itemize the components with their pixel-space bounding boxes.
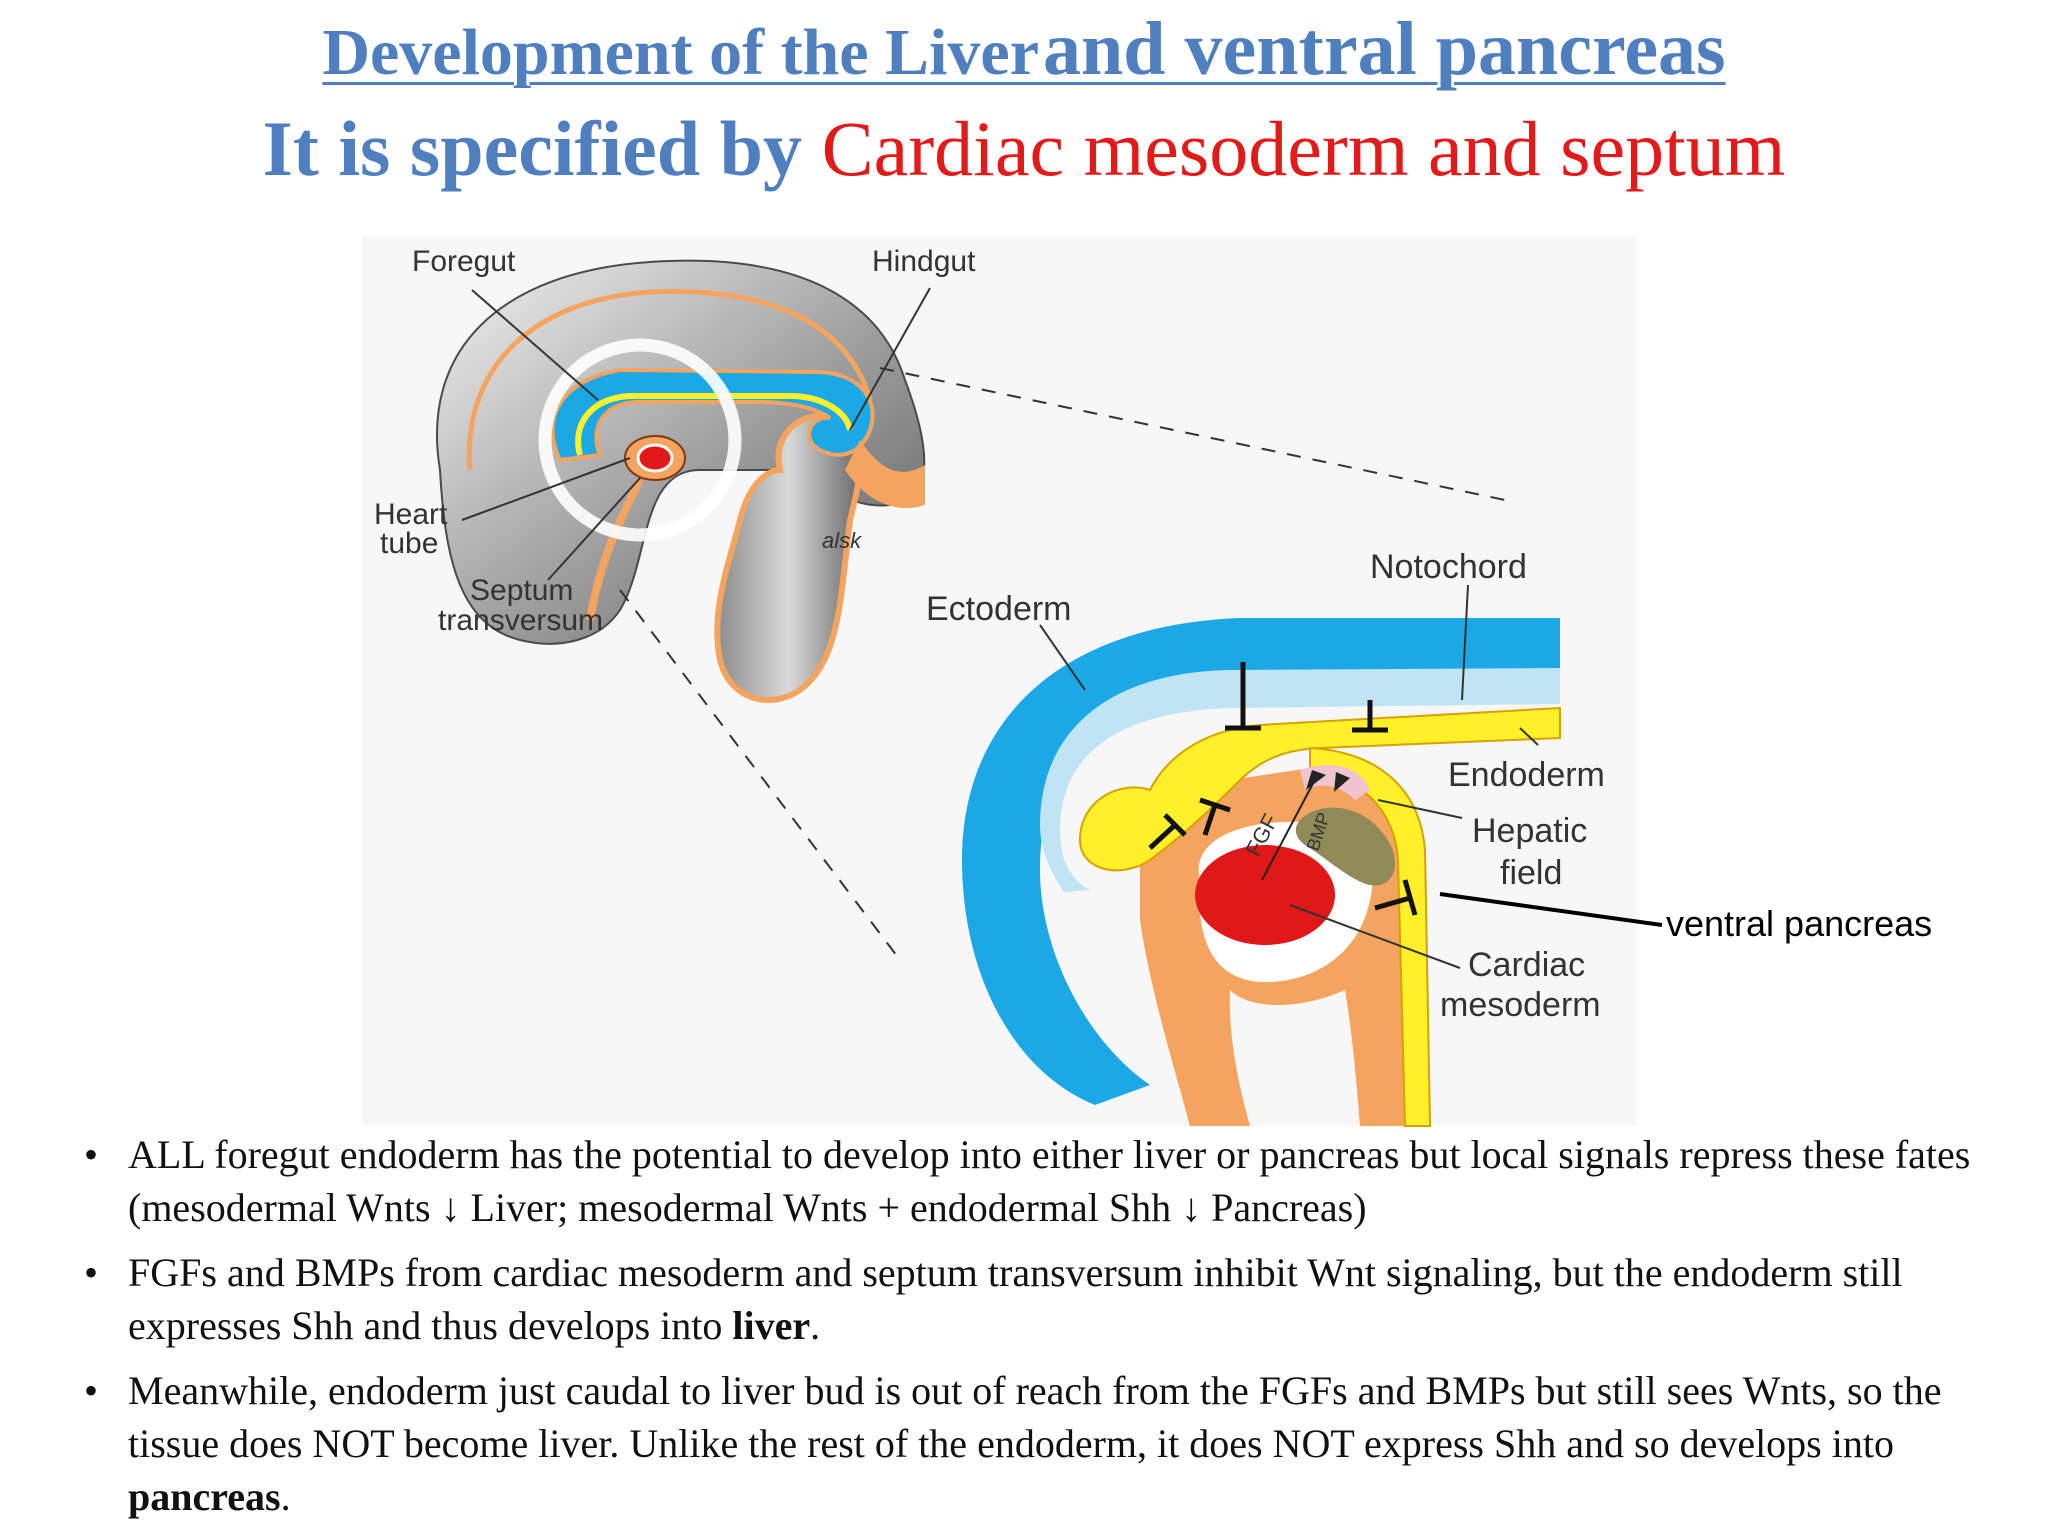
zoom-line-top [879, 367, 1506, 501]
endoderm-yellow [1078, 706, 1561, 872]
inhibit-left-1-stem [1148, 823, 1177, 850]
label-transversum: transversum [438, 604, 603, 637]
label-septum: Septum [470, 574, 573, 607]
bullet-2-end: . [810, 1303, 821, 1348]
artist-signature: alsk [822, 528, 862, 553]
embryo-heart-red [636, 443, 674, 473]
embryo-tail [845, 440, 925, 509]
slide-title: Development of the Liver and ventral pan… [0, 6, 2048, 93]
label-mesoderm: mesoderm [1440, 986, 1601, 1024]
label-ventral-pancreas: ventral pancreas [1666, 903, 1932, 944]
title-part-2: and ventral pancreas [1043, 7, 1726, 91]
cardiac-leader [1289, 904, 1461, 969]
septum-leader [547, 477, 641, 581]
ectoderm-leader [1039, 624, 1086, 691]
bullet-3-bold: pancreas [128, 1474, 281, 1519]
label-field: field [1500, 854, 1562, 892]
embryo-endoderm-yellow [575, 393, 853, 456]
hindgut-leader [849, 287, 931, 431]
hepatic-field [1295, 807, 1395, 886]
ectoderm-blue [962, 618, 1560, 1105]
foregut-leader [471, 289, 599, 401]
inhibit-left-2-stem [1202, 804, 1218, 836]
inhibit-right-stem [1374, 895, 1411, 911]
bullet-item: • FGFs and BMPs from cardiac mesoderm an… [84, 1246, 2034, 1352]
bullet-list: • ALL foregut endoderm has the potential… [84, 1128, 2034, 1535]
inhibit-left-1-bar [1163, 813, 1187, 837]
bullet-3-text: Meanwhile, endoderm just caudal to liver… [128, 1368, 1942, 1466]
label-endoderm: Endoderm [1448, 756, 1605, 794]
heart-tube-leader [461, 457, 631, 521]
bullet-3-end: . [280, 1474, 291, 1519]
bullet-dot: • [84, 1132, 99, 1177]
label-cardiac: Cardiac [1468, 946, 1585, 984]
embryo-overview [435, 259, 926, 703]
cardiac-mesoderm-red [1195, 845, 1335, 945]
subtitle-blue: It is specified by [262, 105, 803, 192]
bullet-item: • ALL foregut endoderm has the potential… [84, 1128, 2034, 1234]
label-heart: Heart [374, 498, 448, 531]
title-part-1: Development of the Liver [322, 16, 1039, 89]
zoomed-detail [962, 584, 1663, 1127]
label-notochord: Notochord [1370, 548, 1527, 586]
subtitle-red: Cardiac mesoderm and septum [821, 105, 1786, 192]
label-hindgut: Hindgut [872, 245, 976, 278]
zoom-circle [538, 338, 742, 542]
embryo-stalk [586, 478, 644, 621]
embryo-rim-orange [466, 288, 873, 471]
notochord-leader [1461, 584, 1469, 701]
label-ectoderm: Ectoderm [926, 590, 1072, 628]
bullet-2-bold: liver [732, 1303, 811, 1348]
inhibit-right-bar [1402, 879, 1418, 916]
ventral-pancreas-pointer [1439, 892, 1663, 927]
bullet-dot: • [84, 1368, 99, 1413]
bullet-dot: • [84, 1250, 99, 1295]
hepatic-leader [1377, 799, 1463, 819]
label-foregut: Foregut [412, 245, 516, 278]
fgf-arrow [1261, 773, 1319, 881]
ectoderm-light-band [1040, 668, 1560, 892]
fgf-arrowhead-1 [1306, 770, 1326, 790]
slide-subtitle: It is specified by Cardiac mesoderm and … [0, 104, 2048, 194]
embryo-gut-blue [550, 367, 875, 463]
bullet-item: • Meanwhile, endoderm just caudal to liv… [84, 1364, 2034, 1523]
inhibit-left-2-bar [1199, 797, 1231, 813]
fgf-arrowhead-2 [1334, 772, 1350, 792]
bullet-2-text: FGFs and BMPs from cardiac mesoderm and … [128, 1250, 1903, 1348]
label-tube: tube [380, 527, 438, 560]
label-hepatic: Hepatic [1472, 812, 1587, 850]
endoderm-leader [1519, 727, 1539, 746]
bullet-1-text: ALL foregut endoderm has the potential t… [128, 1132, 1971, 1230]
